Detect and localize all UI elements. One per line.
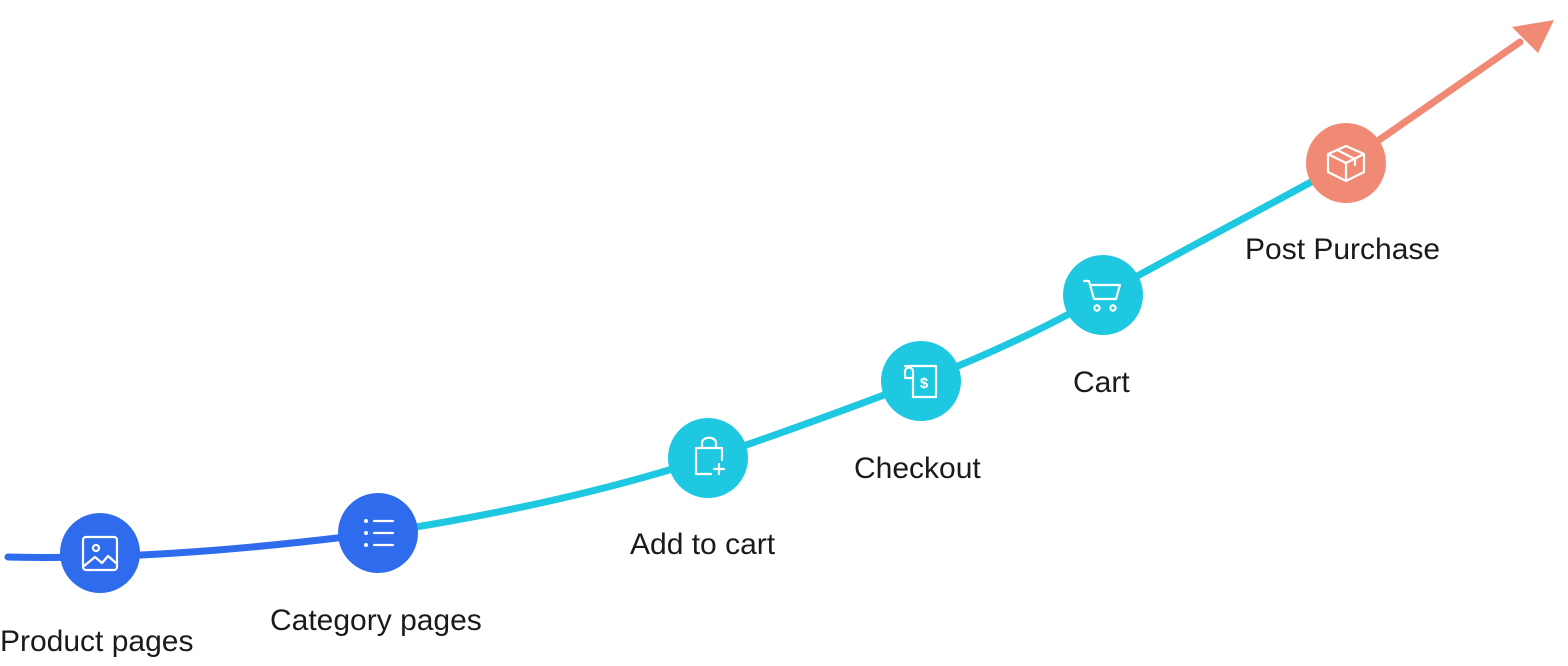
stage-node (881, 341, 961, 421)
stage-product-pages[interactable] (60, 513, 140, 593)
shopping-cart-icon (1082, 279, 1122, 312)
stage-label-cart: Cart (1073, 366, 1130, 399)
stage-checkout[interactable]: $ (881, 341, 961, 421)
list-icon (364, 519, 395, 547)
stage-node (668, 418, 748, 498)
receipt-dollar-icon: $ (903, 364, 938, 399)
stage-label-add-to-cart: Add to cart (630, 528, 776, 561)
shopping-bag-plus-icon (694, 436, 726, 476)
stage-label-product-pages: Product pages (0, 625, 194, 658)
stage-cart[interactable] (1063, 255, 1143, 335)
stage-label-post-purchase: Post Purchase (1245, 233, 1441, 266)
stage-label-category-pages: Category pages (270, 604, 482, 637)
stage-add-to-cart[interactable] (668, 418, 748, 498)
svg-text:$: $ (920, 375, 929, 392)
stage-post-purchase[interactable] (1306, 123, 1386, 203)
stage-node (60, 513, 140, 593)
stage-label-checkout: Checkout (854, 452, 981, 485)
arrowhead-icon (1512, 20, 1554, 53)
image-icon (81, 535, 119, 572)
package-box-icon (1326, 144, 1366, 183)
stage-node (1063, 255, 1143, 335)
path-segment-blue (4, 529, 382, 561)
stage-category-pages[interactable] (338, 493, 418, 573)
